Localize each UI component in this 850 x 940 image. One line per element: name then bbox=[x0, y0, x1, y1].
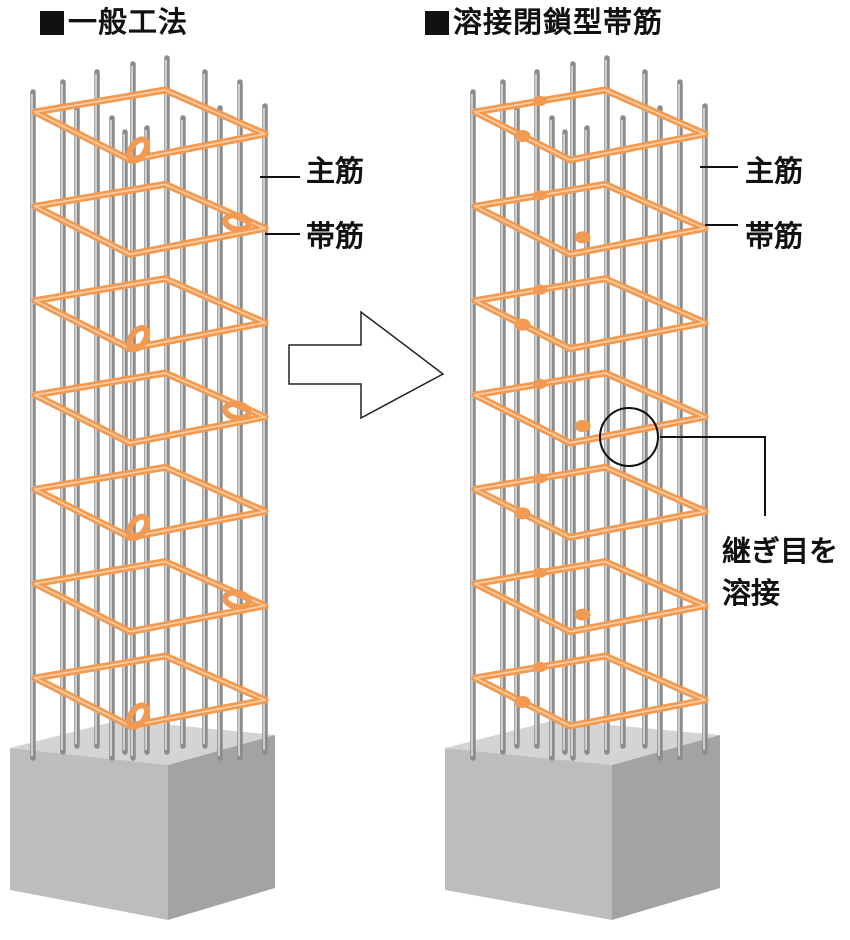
tie-hook bbox=[222, 212, 252, 233]
tie-bar bbox=[471, 558, 709, 636]
tie-bar-highlight bbox=[34, 560, 266, 633]
tie-bar bbox=[31, 652, 269, 730]
tie-bar bbox=[31, 558, 269, 636]
tie-bar bbox=[31, 180, 269, 258]
weld-point bbox=[514, 130, 531, 142]
callout-lines bbox=[260, 166, 766, 516]
right-tie-bars bbox=[471, 86, 709, 730]
tie-bar-highlight bbox=[34, 183, 266, 256]
weld-label-line1: 継ぎ目を bbox=[722, 534, 839, 568]
black-square-icon bbox=[40, 11, 64, 35]
tie-bar bbox=[471, 275, 709, 353]
weld-point bbox=[533, 379, 547, 389]
tie-hook bbox=[222, 400, 252, 422]
tie-hook bbox=[222, 589, 252, 610]
weld-point bbox=[574, 231, 591, 244]
left-title: 一般工法 bbox=[40, 2, 188, 42]
tie-bar-highlight bbox=[474, 183, 706, 256]
right-tie-bar-label: 帯筋 bbox=[745, 219, 804, 253]
left-tie-bars bbox=[31, 86, 269, 730]
weld-point bbox=[514, 318, 531, 331]
tie-bar-highlight bbox=[474, 466, 706, 539]
tie-bar-highlight bbox=[34, 277, 266, 350]
weld-point bbox=[574, 420, 591, 432]
left-main-bars bbox=[30, 55, 268, 761]
tie-hook bbox=[126, 136, 150, 164]
weld-point bbox=[514, 696, 531, 708]
tie-bar-highlight bbox=[474, 560, 706, 633]
weld-leader bbox=[660, 436, 766, 516]
left-main-bar-label: 主筋 bbox=[306, 154, 365, 188]
weld-callout-circle bbox=[599, 407, 659, 467]
left-tie-hooks bbox=[126, 136, 252, 730]
weld-point bbox=[533, 662, 547, 672]
weld-point bbox=[533, 473, 547, 484]
tie-hook bbox=[126, 325, 150, 353]
tie-bar-highlight bbox=[474, 277, 706, 350]
tie-bar bbox=[471, 369, 709, 447]
tie-bar-highlight bbox=[34, 655, 266, 727]
tie-bar bbox=[31, 463, 269, 541]
tie-bar bbox=[471, 652, 709, 730]
tie-bar-highlight bbox=[474, 372, 706, 444]
right-title: 溶接閉鎖型帯筋 bbox=[425, 2, 663, 42]
tie-bar bbox=[31, 275, 269, 353]
black-square-icon bbox=[425, 11, 449, 35]
tie-bar bbox=[471, 463, 709, 541]
tie-bar bbox=[31, 369, 269, 447]
tie-bar bbox=[471, 86, 709, 164]
tie-bar-highlight bbox=[34, 466, 266, 539]
tie-bar-highlight bbox=[474, 89, 706, 161]
weld-point bbox=[533, 190, 547, 201]
right-concrete-base bbox=[445, 720, 720, 920]
tie-hook bbox=[126, 702, 150, 730]
weld-point bbox=[574, 608, 591, 621]
right-main-bar-label: 主筋 bbox=[745, 154, 804, 188]
tie-bar-highlight bbox=[474, 655, 706, 727]
tie-bar-highlight bbox=[34, 372, 266, 444]
right-column-welded-closed-ties bbox=[445, 55, 720, 920]
tie-bar-highlight bbox=[34, 89, 266, 161]
left-column-general-method bbox=[10, 55, 275, 920]
weld-point bbox=[514, 507, 531, 520]
right-weld-points bbox=[514, 96, 591, 708]
weld-point bbox=[533, 96, 547, 106]
left-concrete-base bbox=[10, 720, 275, 920]
left-tie-bar-label: 帯筋 bbox=[306, 219, 365, 253]
tie-hook bbox=[126, 513, 150, 541]
weld-point bbox=[533, 284, 547, 295]
tie-bar bbox=[31, 86, 269, 164]
left-title-text: 一般工法 bbox=[68, 5, 189, 39]
weld-point bbox=[533, 567, 547, 578]
tie-bar bbox=[471, 180, 709, 258]
weld-label-line2: 溶接 bbox=[722, 576, 781, 610]
right-arrow-icon bbox=[288, 310, 445, 420]
right-title-text: 溶接閉鎖型帯筋 bbox=[453, 5, 664, 39]
